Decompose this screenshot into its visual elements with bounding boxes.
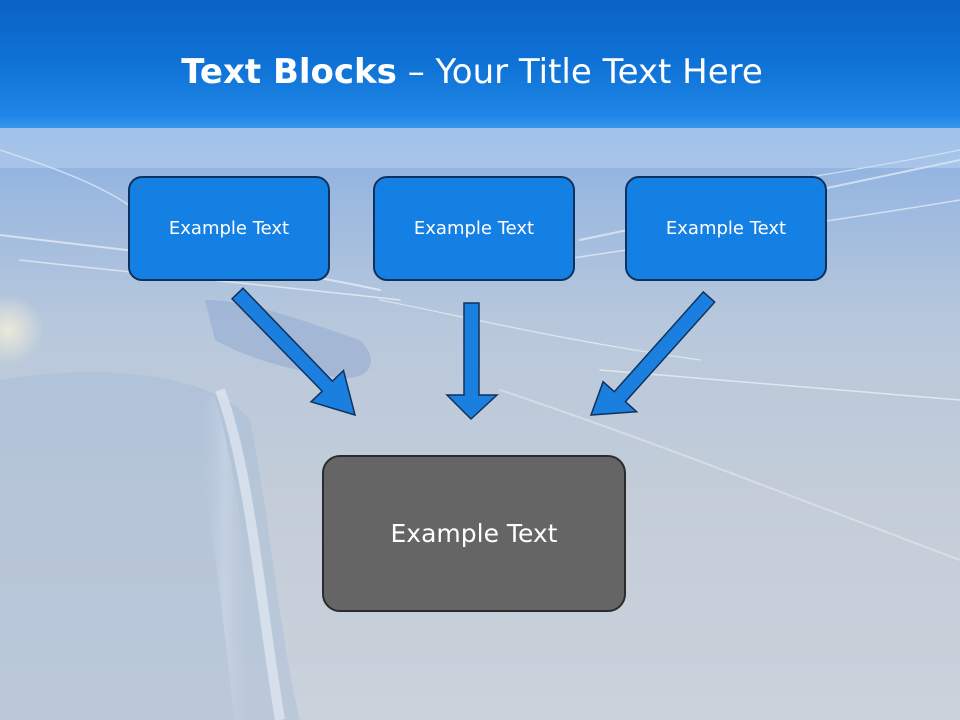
title-rest: Your Title Text Here	[435, 52, 763, 92]
title-band	[0, 0, 960, 128]
text-block-bottom-label: Example Text	[390, 519, 558, 548]
slide-title: Text Blocks – Your Title Text Here	[0, 52, 944, 92]
text-block-center-label: Example Text	[413, 218, 535, 239]
title-bold: Text Blocks	[181, 52, 397, 92]
text-block-right-label: Example Text	[665, 218, 787, 239]
text-block-center: Example Text	[373, 176, 575, 281]
title-dash: –	[396, 52, 436, 92]
text-block-left: Example Text	[128, 176, 330, 281]
text-block-right: Example Text	[625, 176, 827, 281]
text-block-bottom: Example Text	[322, 455, 626, 612]
text-block-left-label: Example Text	[168, 218, 290, 239]
